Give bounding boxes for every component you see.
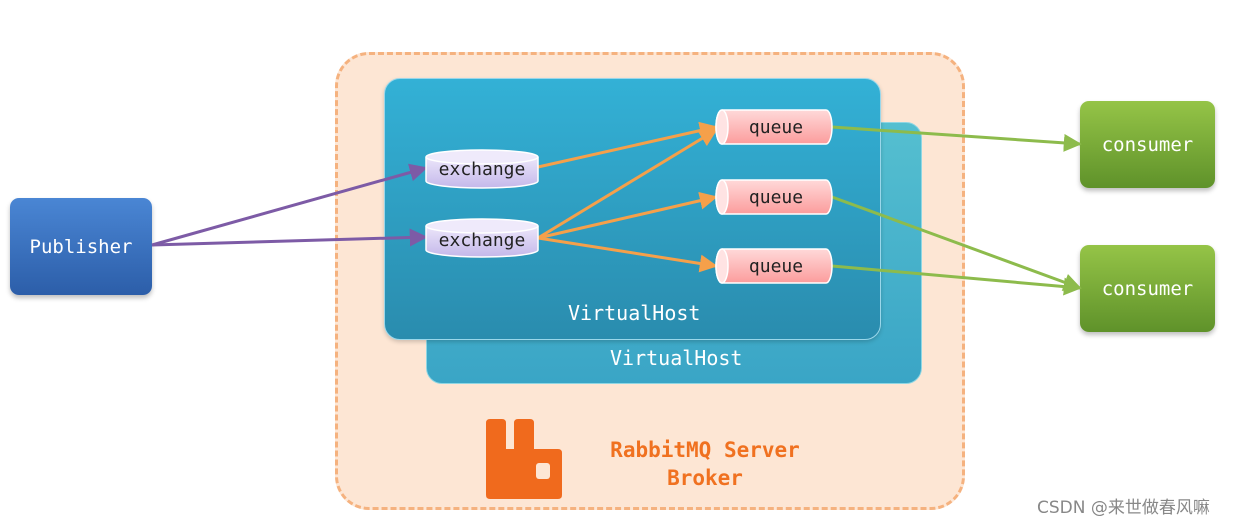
exchange-node[interactable]: exchange [425,218,539,258]
consumer-node[interactable]: consumer [1080,101,1215,188]
queue-to-consumer-link [831,195,1082,291]
publisher-label: Publisher [29,235,133,258]
queue-node[interactable]: queue [715,179,833,215]
exchange-to-queue-link [537,236,718,273]
virtual-host-label: VirtualHost [610,346,743,370]
publisher-to-exchange-link [151,228,428,247]
consumer-node[interactable]: consumer [1080,245,1215,332]
broker-title-line-1: RabbitMQ Server [610,438,800,462]
watermark: CSDN @来世做春风嘛 [1037,498,1210,518]
broker-title: RabbitMQ Server Broker [560,436,850,492]
exchange-to-queue-link [537,191,718,240]
queue-node[interactable]: queue [715,248,833,284]
consumer-label: consumer [1101,133,1194,156]
rabbitmq-logo-icon [486,419,562,499]
queue-node[interactable]: queue [715,109,833,145]
virtual-host-label: VirtualHost [568,301,701,325]
queue-to-consumer-link [831,264,1082,296]
exchange-to-queue-link [537,121,718,169]
exchange-node[interactable]: exchange [425,149,539,189]
consumer-label: consumer [1101,277,1194,300]
queue-to-consumer-link [831,125,1082,152]
publisher-node[interactable]: Publisher [10,198,152,295]
publisher-to-exchange-link [151,163,428,247]
exchange-to-queue-link [537,128,718,240]
broker-title-line-2: Broker [667,466,743,490]
